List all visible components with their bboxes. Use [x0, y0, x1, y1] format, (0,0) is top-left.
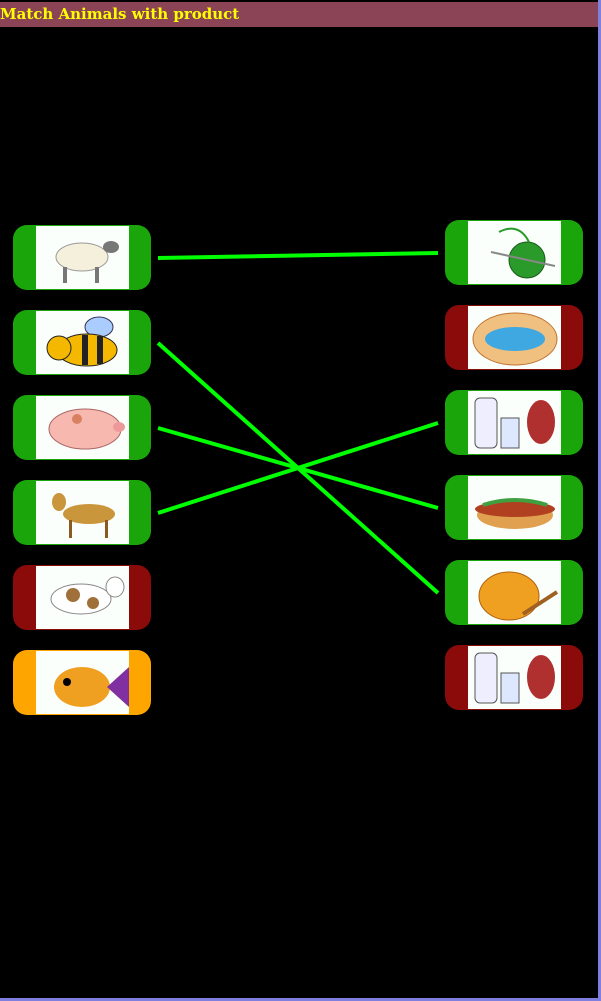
fish-dish-icon — [472, 312, 557, 365]
bee-icon — [46, 316, 117, 366]
milk-meat-2-image — [468, 646, 561, 709]
wool-image — [468, 221, 561, 284]
app-title: Match Animals with product — [0, 5, 240, 23]
match-line — [157, 251, 439, 260]
cow-image — [36, 566, 129, 629]
product-card-milk-meat-2[interactable] — [445, 645, 583, 710]
product-card-milk-meat[interactable] — [445, 390, 583, 455]
animal-card-goat[interactable] — [13, 480, 151, 545]
honey-image — [468, 561, 561, 624]
title-bar: Match Animals with product — [0, 2, 598, 27]
animal-card-sheep[interactable] — [13, 225, 151, 290]
sheep-icon — [55, 240, 119, 283]
pig-icon — [48, 408, 125, 449]
window-border-bottom — [0, 998, 601, 1001]
product-card-wool[interactable] — [445, 220, 583, 285]
fish-image — [36, 651, 129, 714]
goat-image — [36, 481, 129, 544]
product-card-hotdog[interactable] — [445, 475, 583, 540]
animal-card-fish[interactable] — [13, 650, 151, 715]
fish-icon — [53, 666, 129, 707]
product-card-fish-dish[interactable] — [445, 305, 583, 370]
window-border-right — [598, 0, 601, 1001]
match-line — [157, 421, 439, 515]
sheep-image — [36, 226, 129, 289]
milk-meat-image — [468, 391, 561, 454]
hotdog-image — [468, 476, 561, 539]
goat-icon — [51, 492, 115, 538]
fish-dish-image — [468, 306, 561, 369]
pig-image — [36, 396, 129, 459]
bee-image — [36, 311, 129, 374]
animal-card-bee[interactable] — [13, 310, 151, 375]
product-card-honey[interactable] — [445, 560, 583, 625]
animal-card-pig[interactable] — [13, 395, 151, 460]
wool-icon — [490, 227, 555, 278]
milk-meat-2-icon — [474, 652, 555, 703]
hotdog-icon — [474, 497, 555, 529]
cow-icon — [50, 576, 124, 614]
honey-icon — [478, 571, 558, 620]
milk-meat-icon — [474, 397, 555, 448]
animal-card-cow[interactable] — [13, 565, 151, 630]
